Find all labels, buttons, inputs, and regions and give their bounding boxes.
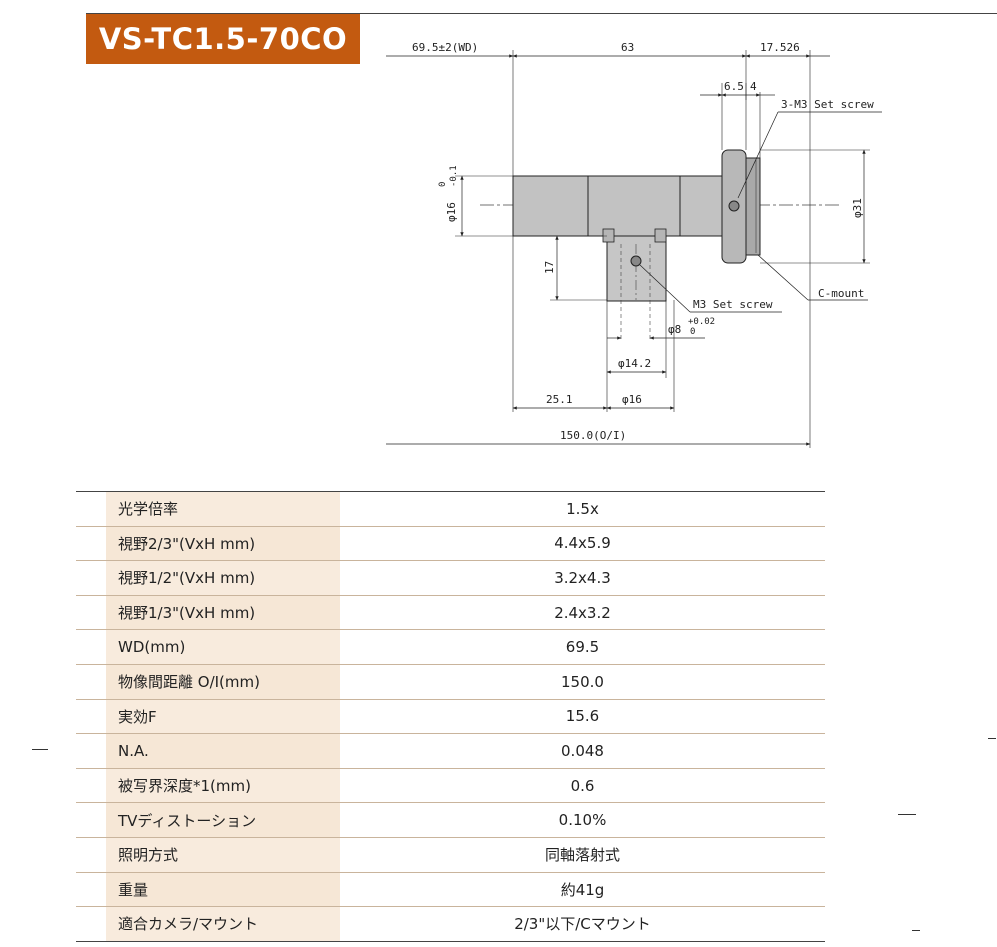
spec-label: 適合カメラ/マウント [106,907,340,941]
spec-value: 3.2x4.3 [340,561,825,595]
top-rule [86,13,997,14]
spec-label: 照明方式 [106,837,340,872]
label-c-mount: C-mount [818,287,864,300]
spec-row: 視野1/2"(VxH mm)3.2x4.3 [76,561,825,596]
spec-value: 同軸落射式 [340,837,825,872]
spec-label: 視野2/3"(VxH mm) [106,526,340,561]
spec-row: WD(mm)69.5 [76,630,825,665]
label-3-m3-screw: 3-M3 Set screw [781,98,874,111]
spec-row: 照明方式同軸落射式 [76,837,825,873]
dim-body-length: 63 [621,41,634,54]
margin-tick-left [32,749,48,750]
spec-label: WD(mm) [106,630,340,664]
dim-mount-length: 17.526 [760,41,800,54]
lens-barrel-mid [587,175,681,237]
spec-row: 物像間距離 O/I(mm)150.0 [76,664,825,700]
spec-row: 被写界深度*1(mm)0.6 [76,768,825,804]
spec-row: 視野1/3"(VxH mm)2.4x3.2 [76,595,825,631]
spec-row: N.A.0.048 [76,734,825,769]
spec-label: 物像間距離 O/I(mm) [106,664,340,699]
spec-label: TVディストーション [106,803,340,837]
margin-tick-right-mid [898,814,916,815]
dim-4: 4 [750,80,757,93]
dim-phi31: φ31 [851,198,864,218]
lens-barrel-rear [679,175,723,237]
spec-value: 0.048 [340,734,825,768]
dim-phi8: φ8 [668,323,681,336]
spec-label: 光学倍率 [106,492,340,526]
spec-value: 150.0 [340,664,825,699]
port-stub-left [602,228,615,243]
dimension-drawing: 69.5±2(WD) 63 17.526 6.5 4 3-M3 Set scre… [386,41,882,448]
dim-wd: 69.5±2(WD) [412,41,478,54]
spec-label: 視野1/2"(VxH mm) [106,561,340,595]
dim-phi14-2: φ14.2 [618,357,651,370]
spec-label: N.A. [106,734,340,768]
spec-value: 15.6 [340,699,825,734]
spec-label: 重量 [106,872,340,907]
spec-value: 0.10% [340,803,825,837]
c-mount-body [745,157,761,256]
port-stub-right [654,228,667,243]
dim-17: 17 [543,261,556,274]
spec-row: 視野2/3"(VxH mm)4.4x5.9 [76,526,825,562]
dim-phi16-bottom: φ16 [622,393,642,406]
label-m3-screw: M3 Set screw [693,298,773,311]
dim-phi8-tol-bot: 0 [690,327,695,337]
dim-total: 150.0(O/I) [560,429,626,442]
margin-tick-right-top [988,738,996,739]
product-title: VS-TC1.5-70CO [86,14,360,64]
spec-value: 69.5 [340,630,825,664]
spec-row: 重量約41g [76,872,825,908]
lens-barrel-front [512,175,589,237]
margin-tick-right-bottom [912,930,920,931]
dim-phi16-tol-bot: -0.1 [449,165,459,187]
dim-25-1: 25.1 [546,393,573,406]
port-set-screw [630,255,642,267]
spec-value: 1.5x [340,492,825,526]
spec-value: 4.4x5.9 [340,526,825,561]
spec-label: 視野1/3"(VxH mm) [106,595,340,630]
dim-phi8-tol-top: +0.02 [688,317,715,327]
spec-label: 被写界深度*1(mm) [106,768,340,803]
dim-phi16-main: φ16 [445,202,458,222]
spec-value: 0.6 [340,768,825,803]
spec-value: 2/3"以下/Cマウント [340,907,825,941]
illumination-port [606,235,667,302]
spec-value: 約41g [340,872,825,907]
ring-set-screw [728,200,740,212]
dim-phi16-tol-top: 0 [438,182,448,187]
spec-value: 2.4x3.2 [340,595,825,630]
spec-label: 実効F [106,699,340,734]
dim-6-5: 6.5 [724,80,744,93]
